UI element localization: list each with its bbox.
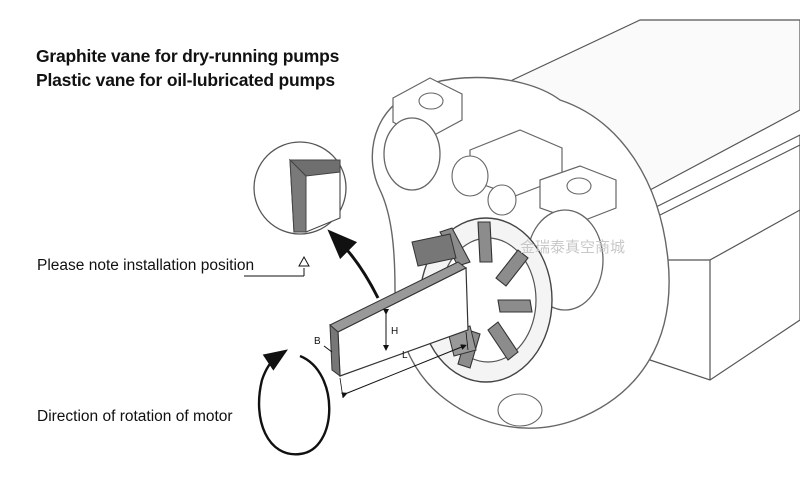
vane	[323, 261, 469, 399]
title-plastic-vane: Plastic vane for oil-lubricated pumps	[36, 70, 335, 90]
dimension-label-height: H	[391, 326, 398, 337]
watermark-text: 金瑞泰真空商城	[520, 238, 625, 256]
note-rotation-direction: Direction of rotation of motor	[37, 408, 233, 425]
vane-detail-inset	[253, 141, 347, 235]
dimension-label-breadth: B	[314, 336, 321, 347]
rotation-direction-arrow	[257, 349, 331, 456]
note-installation-position: Please note installation position	[37, 257, 255, 274]
dimension-label-length: L	[402, 350, 408, 361]
inset-pointer-arrow	[327, 229, 380, 299]
title-graphite-vane: Graphite vane for dry-running pumps	[36, 46, 340, 66]
installation-leader	[244, 255, 310, 277]
